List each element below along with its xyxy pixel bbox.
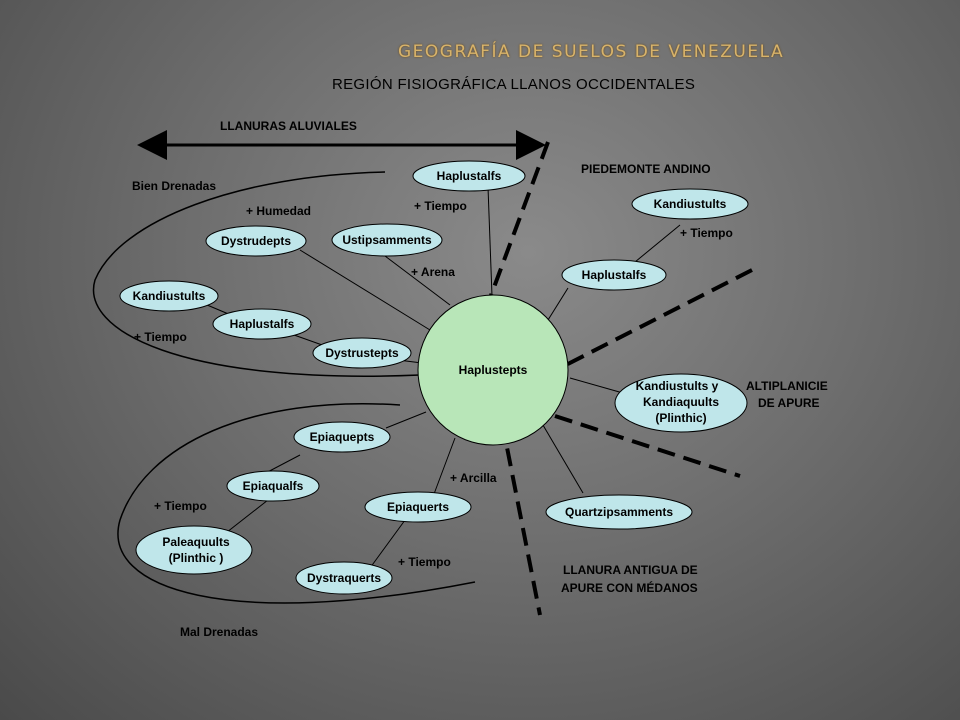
- mal-drenadas-curve: [117, 403, 476, 604]
- label-mas-humedad: + Humedad: [246, 204, 311, 218]
- connectors: [199, 186, 681, 569]
- node-epiaquerts: [364, 491, 472, 523]
- node-haplustalfs-right-label: Haplustalfs: [582, 268, 647, 282]
- label-llanura-antigua-2: APURE CON MÉDANOS: [561, 580, 698, 595]
- label-piedemonte-andino: PIEDEMONTE ANDINO: [581, 162, 711, 176]
- node-ustipsamments: [331, 223, 443, 257]
- node-kandiustults-left: [119, 280, 219, 312]
- node-dystrudepts-label: Dystrudepts: [221, 234, 291, 248]
- node-haplustalfs-top-label: Haplustalfs: [437, 169, 502, 183]
- label-mas-arcilla: + Arcilla: [450, 471, 497, 485]
- node-epiaquepts-label: Epiaquepts: [310, 430, 375, 444]
- node-epiaqualfs: [226, 470, 320, 502]
- node-kandiustults-right-label: Kandiustults: [654, 197, 727, 211]
- node-paleaquults-label-1: Paleaquults: [162, 535, 230, 549]
- node-paleaquults: [135, 525, 253, 575]
- node-haplustalfs-left: [212, 308, 312, 340]
- label-bien-drenadas: Bien Drenadas: [132, 179, 216, 193]
- label-llanura-antigua-1: LLANURA ANTIGUA DE: [563, 563, 698, 577]
- node-kk-label-3: (Plinthic): [655, 411, 706, 425]
- node-dystrudepts: [205, 225, 307, 257]
- node-kk-label-2: Kandiaquults: [643, 395, 719, 409]
- label-mal-drenadas: Mal Drenadas: [180, 625, 258, 639]
- page-title: GEOGRAFÍA DE SUELOS DE VENEZUELA: [398, 42, 785, 62]
- label-mas-tiempo-lower-left: + Tiempo: [154, 499, 207, 513]
- node-epiaquepts: [293, 421, 391, 453]
- label-mas-tiempo-left: + Tiempo: [134, 330, 187, 344]
- node-quartzipsamments-label: Quartzipsamments: [565, 505, 673, 519]
- node-kandiustults-left-label: Kandiustults: [133, 289, 206, 303]
- separator-bottom: [500, 421, 542, 616]
- label-altiplanicie-1: ALTIPLANICIE: [746, 379, 828, 393]
- label-mas-tiempo-right: + Tiempo: [680, 226, 733, 240]
- label-llanuras-aluviales: LLANURAS ALUVIALES: [220, 119, 357, 133]
- label-mas-tiempo-top: + Tiempo: [414, 199, 467, 213]
- node-paleaquults-label-2: (Plinthic ): [169, 551, 224, 565]
- node-dystraquerts: [295, 561, 393, 595]
- label-mas-tiempo-bottom: + Tiempo: [398, 555, 451, 569]
- node-quartzipsamments: [545, 494, 693, 530]
- center-node-label: Haplustepts: [459, 363, 528, 377]
- bien-drenadas-curve: [92, 171, 421, 377]
- node-ustipsamments-label: Ustipsamments: [342, 233, 432, 247]
- node-epiaquerts-label: Epiaquerts: [387, 500, 449, 514]
- page-subtitle: REGIÓN FISIOGRÁFICA LLANOS OCCIDENTALES: [332, 76, 696, 93]
- node-dystrustepts-label: Dystrustepts: [325, 346, 399, 360]
- separator-top: [488, 141, 550, 299]
- label-altiplanicie-2: DE APURE: [758, 396, 820, 410]
- node-epiaqualfs-label: Epiaqualfs: [243, 479, 304, 493]
- label-mas-arena: + Arena: [411, 265, 455, 279]
- separator-right-upper: [559, 268, 753, 370]
- node-haplustalfs-top: [412, 160, 526, 192]
- node-kandiustults-kandiaquults: [614, 373, 748, 433]
- node-haplustalfs-left-label: Haplustalfs: [230, 317, 295, 331]
- node-dystrustepts: [312, 337, 412, 369]
- center-node-haplustepts: [417, 294, 569, 446]
- separator-right-lower: [554, 414, 741, 478]
- node-kk-label-1: Kandiustults y: [636, 379, 719, 393]
- node-kandiustults-right: [631, 188, 749, 220]
- node-dystraquerts-label: Dystraquerts: [307, 571, 381, 585]
- node-haplustalfs-right: [561, 259, 667, 291]
